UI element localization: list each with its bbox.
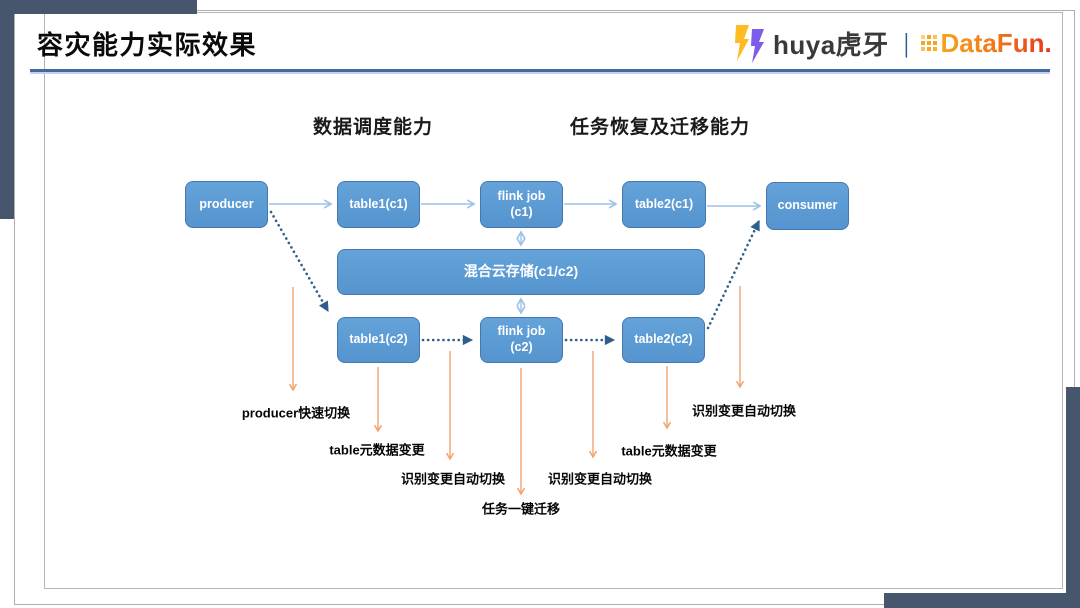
datafun-logo-dots-icon [921,35,938,51]
node-label: flink job [497,324,546,339]
huya-logo-icon [735,25,764,63]
corner-decoration-left-column [0,0,14,219]
node-label: table2(c1) [634,196,694,211]
node-table1-c2: table1(c2) [337,317,420,363]
annotation-task-one-key-migration: 任务一键迁移 [481,501,561,517]
corner-decoration-top-band [0,0,197,14]
page-title: 容灾能力实际效果 [37,30,258,60]
node-label: table1(c2) [349,332,408,347]
corner-decoration-bottom-band [884,593,1080,608]
solid-flow-arrows [269,199,762,315]
node-label-line2: (c2) [510,340,533,354]
node-hybrid-cloud-storage: 混合云存储(c1/c2) [337,249,705,295]
node-table1-c1: table1(c1) [337,181,420,228]
node-label: flink job [497,188,546,203]
node-label: consumer [777,198,838,213]
annotation-table-metadata-change-left: table元数据变更 [329,442,425,458]
annotation-auto-switch-right: 识别变更自动切换 [691,403,797,419]
datafun-logo-text: DataFun. [940,27,1052,58]
annotation-producer-fast-switch: producer快速切换 [241,405,351,421]
title-underline [30,69,1050,72]
node-consumer: consumer [766,182,849,230]
node-producer: producer [185,181,268,228]
node-flink-job-c1: flink job (c1) [480,181,563,228]
corner-decoration-right-column [1066,387,1080,608]
node-label: producer [199,196,254,211]
node-table2-c2: table2(c2) [622,317,705,363]
logo-bar: huya虎牙 | DataFun. [731,22,1052,64]
dotted-failover-arrows [269,210,761,346]
huya-logo-text: huya虎牙 [773,29,889,60]
node-flink-job-c2: flink job (c2) [480,317,563,363]
node-table2-c1: table2(c1) [622,181,706,228]
logo-separator: | [903,27,909,58]
node-label: table1(c1) [349,196,408,211]
section-header-task-recovery-migration: 任务恢复及迁移能力 [569,117,751,138]
slide-area [44,12,1063,589]
annotation-auto-switch-left: 识别变更自动切换 [400,471,506,487]
orange-annotation-arrows [288,286,745,496]
annotation-table-metadata-change-right: table元数据变更 [621,443,717,459]
node-label: table2(c2) [634,332,693,347]
outer-frame [14,10,1075,605]
node-label: 混合云存储(c1/c2) [463,263,579,280]
section-header-data-scheduling: 数据调度能力 [312,117,434,138]
node-label-line2: (c1) [510,204,533,219]
annotation-auto-switch-center: 识别变更自动切换 [547,471,653,487]
